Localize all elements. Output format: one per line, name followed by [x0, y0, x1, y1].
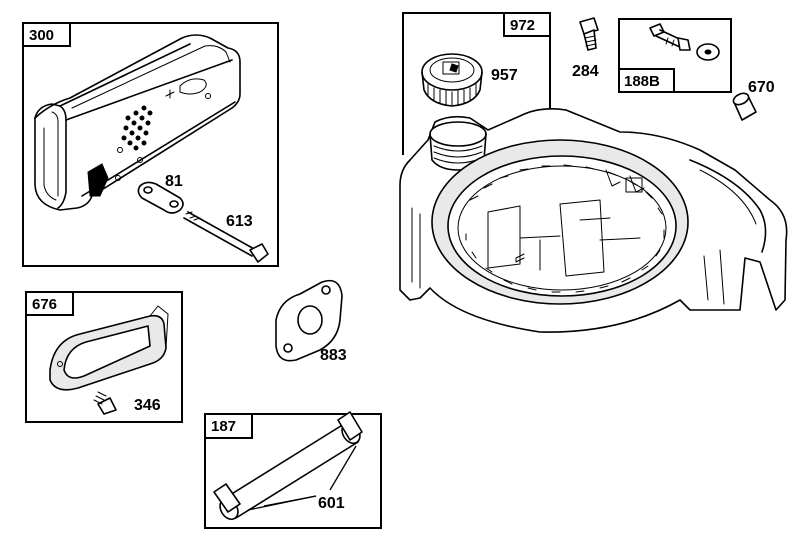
deflector-screw-number: 346	[134, 397, 161, 414]
muffler-part	[34, 34, 241, 211]
screw-number: 284	[572, 63, 599, 80]
gasket-81-part	[137, 181, 184, 214]
gasket-883-part	[275, 279, 343, 362]
fuel-cap-box: 972 957	[402, 12, 551, 155]
fuel-cap-number: 957	[491, 67, 518, 84]
deflector-kit-box: 676 346	[25, 291, 183, 423]
bolt-number: 613	[226, 213, 253, 230]
clamp-number: 601	[318, 495, 345, 512]
muffler-kit-box: 300	[22, 22, 279, 267]
tube-part	[213, 411, 363, 521]
tube-kit-box: 187 601	[204, 411, 382, 529]
spacer-number: 670	[748, 79, 775, 96]
fuel-cap-part	[421, 53, 483, 107]
gasket-small-number: 81	[165, 173, 183, 190]
deflector-kit-number: 676	[32, 296, 57, 313]
washer-part	[696, 43, 720, 61]
bolt-613-part	[183, 211, 269, 263]
blower-housing-part	[399, 108, 788, 333]
screw-kit-box: 188B	[618, 18, 732, 93]
shoulder-screw-part	[649, 23, 691, 51]
screw-284-part	[579, 17, 599, 51]
deflector-screw-part	[93, 391, 117, 415]
fuel-tank-kit-number: 972	[510, 17, 535, 34]
tube-kit-number: 187	[211, 418, 236, 435]
deflector-part	[49, 305, 169, 391]
screw-kit-number: 188B	[624, 73, 660, 90]
exhaust-gasket-number: 883	[320, 347, 347, 364]
spacer-670-part	[732, 92, 757, 121]
muffler-kit-number: 300	[29, 27, 54, 44]
